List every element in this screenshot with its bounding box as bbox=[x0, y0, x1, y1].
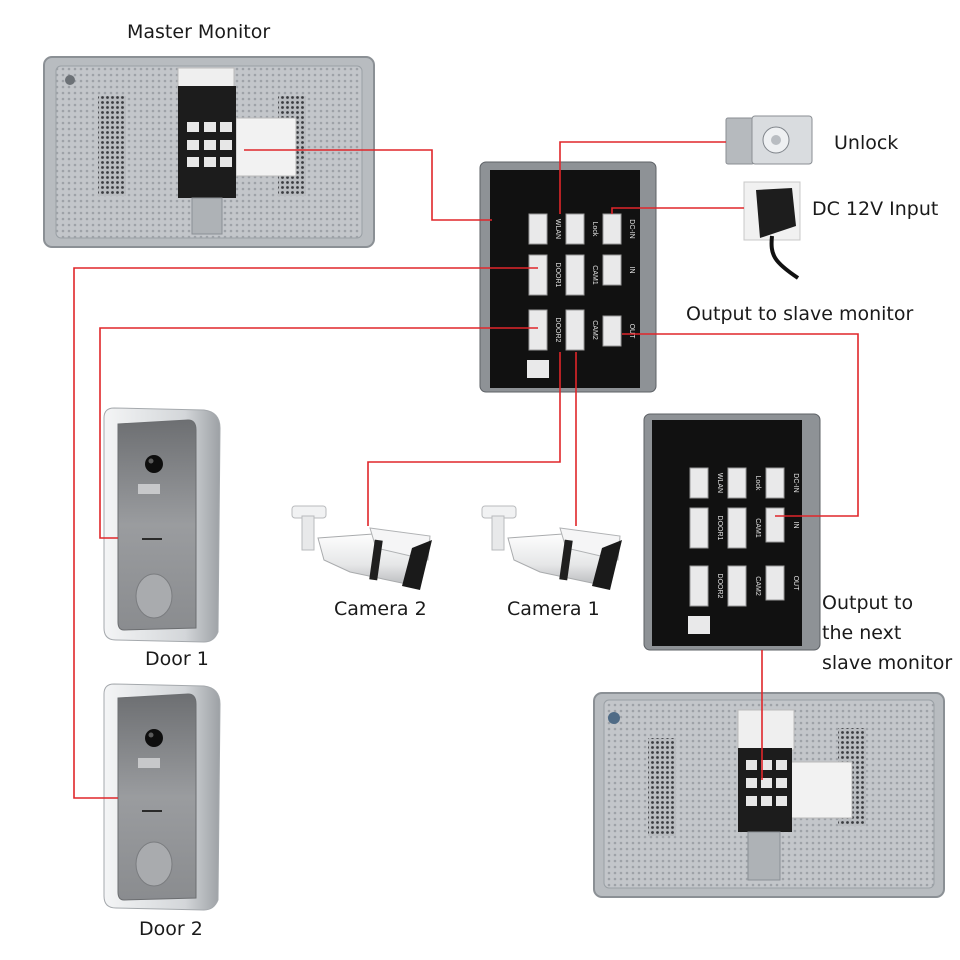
slave-port-door2 bbox=[689, 565, 709, 607]
slave-port-label-door2: DOOR2 bbox=[716, 574, 723, 599]
electric-lock bbox=[725, 115, 813, 165]
master-monitor-port-grid bbox=[187, 122, 232, 167]
port-label-door2: DOOR2 bbox=[554, 318, 561, 343]
door2-logo bbox=[138, 758, 160, 768]
door1-panel bbox=[103, 407, 221, 643]
port-door1 bbox=[528, 254, 548, 296]
slave-module-fuse bbox=[688, 616, 710, 634]
slave-monitor-led bbox=[608, 712, 620, 724]
slave-port-cam1 bbox=[727, 507, 747, 549]
port-wlan bbox=[528, 213, 548, 245]
port-label-lock: Lock bbox=[591, 222, 598, 237]
wire-out-to-slave bbox=[622, 333, 859, 517]
slave-module: WLAN Lock DC-IN DOOR1 CAM1 IN DOOR2 CAM2… bbox=[643, 413, 821, 651]
slave-port-label-lock: Lock bbox=[754, 476, 761, 491]
label-output-next-3: slave monitor bbox=[822, 652, 953, 674]
camera1-arm bbox=[491, 515, 505, 551]
label-output-slave: Output to slave monitor bbox=[686, 303, 914, 325]
slave-monitor-label-sticker bbox=[737, 709, 795, 751]
camera1 bbox=[481, 505, 622, 590]
wire-cam2-to-module bbox=[367, 352, 561, 526]
door2-camera-lens bbox=[145, 729, 163, 747]
slave-port-dc-in bbox=[765, 467, 785, 499]
master-monitor-spec-sticker bbox=[235, 117, 297, 177]
port-lock bbox=[565, 213, 585, 245]
port-label-cam2: CAM2 bbox=[591, 320, 598, 340]
door2-call-button bbox=[135, 841, 173, 887]
label-camera2: Camera 2 bbox=[334, 598, 427, 620]
camera2-band bbox=[369, 539, 383, 581]
master-monitor-left-grille bbox=[98, 96, 126, 196]
slave-monitor-left-grille bbox=[648, 738, 676, 836]
port-label-dc-in: DC-IN bbox=[628, 219, 635, 238]
wire-master-to-module bbox=[244, 149, 492, 221]
door2-face bbox=[117, 693, 197, 901]
label-output-next-2: the next bbox=[822, 622, 902, 644]
slave-port-label-in: IN bbox=[792, 522, 799, 529]
slave-port-label-cam1: CAM1 bbox=[754, 518, 761, 538]
label-door1: Door 1 bbox=[145, 648, 209, 670]
master-monitor-led bbox=[65, 75, 75, 85]
port-dc-in bbox=[602, 213, 622, 245]
slave-port-wlan bbox=[689, 467, 709, 499]
port-label-out: OUT bbox=[628, 324, 635, 340]
camera2-lens-face bbox=[402, 540, 432, 590]
door2-panel bbox=[103, 683, 221, 911]
wire-door1-to-module bbox=[73, 267, 538, 799]
wire-door2-to-module bbox=[99, 327, 538, 539]
main-module-fuse bbox=[527, 360, 549, 378]
port-label-door1: DOOR1 bbox=[554, 263, 561, 288]
slave-port-label-wlan: WLAN bbox=[716, 473, 723, 493]
door1-face bbox=[117, 419, 197, 631]
slave-port-out bbox=[765, 565, 785, 601]
master-monitor-stand-tab bbox=[191, 197, 223, 235]
slave-port-label-dc-in: DC-IN bbox=[792, 473, 799, 492]
port-in bbox=[602, 254, 622, 286]
port-label-in: IN bbox=[628, 267, 635, 274]
port-cam1 bbox=[565, 254, 585, 296]
camera1-lens-face bbox=[592, 540, 622, 590]
slave-port-lock bbox=[727, 467, 747, 499]
slave-port-label-door1: DOOR1 bbox=[716, 516, 723, 541]
slave-port-in bbox=[765, 507, 785, 543]
camera2 bbox=[291, 505, 432, 590]
camera1-band bbox=[559, 539, 573, 581]
slave-port-cam2 bbox=[727, 565, 747, 607]
port-door2 bbox=[528, 309, 548, 351]
door1-camera-lens bbox=[145, 455, 163, 473]
slave-monitor-stand-tab bbox=[747, 831, 781, 881]
port-cam2 bbox=[565, 309, 585, 351]
master-monitor bbox=[43, 56, 375, 248]
wire-dc-to-module bbox=[611, 207, 744, 214]
slave-port-door1 bbox=[689, 507, 709, 549]
slave-port-label-out: OUT bbox=[792, 576, 799, 592]
power-adapter bbox=[743, 181, 801, 280]
door1-call-button bbox=[135, 573, 173, 619]
label-unlock: Unlock bbox=[834, 132, 899, 154]
camera2-arm bbox=[301, 515, 315, 551]
lock-plate bbox=[725, 117, 755, 165]
slave-monitor-port-grid bbox=[746, 760, 787, 806]
label-dc-input: DC 12V Input bbox=[812, 198, 939, 220]
port-label-cam1: CAM1 bbox=[591, 265, 598, 285]
label-master-monitor: Master Monitor bbox=[127, 21, 271, 43]
wire-lock-to-module bbox=[559, 141, 726, 214]
port-out bbox=[602, 315, 622, 347]
slave-monitor-spec-sticker bbox=[789, 761, 853, 819]
label-camera1: Camera 1 bbox=[507, 598, 600, 620]
label-output-next-1: Output to bbox=[822, 592, 914, 614]
slave-monitor bbox=[593, 692, 945, 898]
main-module: WLAN Lock DC-IN DOOR1 CAM1 IN DOOR2 CAM2… bbox=[479, 161, 657, 393]
adapter-cable bbox=[769, 235, 800, 280]
adapter-body bbox=[756, 188, 796, 238]
door1-logo bbox=[138, 484, 160, 494]
label-door2: Door 2 bbox=[139, 918, 203, 940]
slave-port-label-cam2: CAM2 bbox=[754, 576, 761, 596]
port-label-wlan: WLAN bbox=[554, 219, 561, 239]
